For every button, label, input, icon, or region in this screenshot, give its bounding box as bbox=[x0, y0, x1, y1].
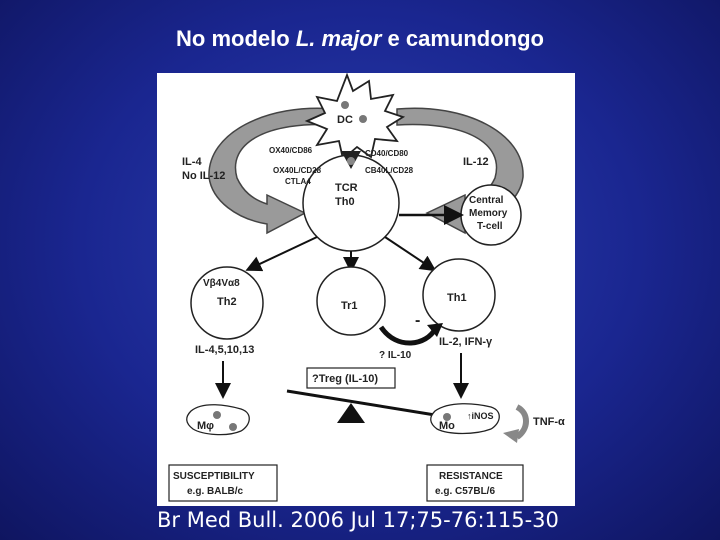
costim-left-bottom-2: CTLA4 bbox=[285, 177, 311, 186]
balance-beam bbox=[286, 389, 436, 417]
dc-label: DC bbox=[337, 114, 353, 126]
title-species: L. major bbox=[295, 26, 382, 51]
th0-tcr-label: TCR bbox=[335, 182, 358, 194]
left-signal-no-il12: No IL-12 bbox=[182, 170, 225, 182]
title-suffix: e camundongo bbox=[381, 26, 544, 51]
th2-marker: Vβ4Vα8 bbox=[203, 278, 240, 289]
susceptibility-box bbox=[168, 464, 278, 502]
th2-label: Th2 bbox=[217, 296, 237, 308]
th2-cytokines: IL-4,5,10,13 bbox=[195, 344, 254, 356]
costim-right-bottom: CB40L/CD28 bbox=[365, 166, 414, 175]
left-signal-il4: IL-4 bbox=[182, 156, 202, 168]
right-signal-il12: IL-12 bbox=[463, 156, 489, 168]
macrophage-right-label: Mo bbox=[439, 420, 455, 432]
slide-title: No modelo L. major e camundongo bbox=[0, 26, 720, 52]
resistance-label: RESISTANCE bbox=[439, 471, 503, 482]
tr1-cell bbox=[316, 266, 386, 336]
left-curved-arrow bbox=[208, 107, 336, 235]
central-memory-label-1: Central bbox=[469, 195, 504, 206]
inos-label: ↑iNOS bbox=[467, 411, 494, 421]
balance-fulcrum bbox=[337, 403, 365, 423]
macrophage-right bbox=[430, 403, 500, 435]
costim-left-bottom-1: OX40L/CD28 bbox=[273, 166, 322, 175]
tnf-label: TNF-α bbox=[533, 416, 565, 428]
title-prefix: No modelo bbox=[176, 26, 296, 51]
costim-right-top: CD40/CD80 bbox=[365, 149, 409, 158]
central-memory-label-2: Memory bbox=[469, 208, 508, 219]
tr1-label: Tr1 bbox=[341, 300, 358, 312]
susceptibility-strain: e.g. BALB/c bbox=[187, 486, 244, 497]
il10-question: ? IL-10 bbox=[379, 350, 412, 361]
resistance-strain: e.g. C57BL/6 bbox=[435, 486, 495, 497]
minus-sign: - bbox=[415, 312, 420, 329]
treg-label: ?Treg (IL-10) bbox=[312, 373, 378, 385]
immune-response-diagram: DC TCR Th0 OX40/CD86 CD40/CD80 OX40L/CD2… bbox=[168, 73, 565, 502]
costim-left-top: OX40/CD86 bbox=[269, 146, 313, 155]
immune-response-figure: DC TCR Th0 OX40/CD86 CD40/CD80 OX40L/CD2… bbox=[157, 73, 575, 506]
th2-cell bbox=[190, 266, 264, 340]
th1-cytokines: IL-2, IFN-γ bbox=[439, 336, 493, 348]
central-memory-label-3: T-cell bbox=[477, 221, 503, 232]
th1-label: Th1 bbox=[447, 292, 467, 304]
citation-caption: Br Med Bull. 2006 Jul 17;75-76:115-30 bbox=[157, 508, 559, 532]
treg-box bbox=[306, 367, 396, 389]
susceptibility-label: SUSCEPTIBILITY bbox=[173, 471, 255, 482]
resistance-box bbox=[426, 464, 524, 502]
macrophage-left-label: Mφ bbox=[197, 420, 214, 432]
tnf-loop-arrow bbox=[515, 404, 529, 440]
dendritic-cell bbox=[304, 73, 406, 161]
th0-label: Th0 bbox=[335, 196, 355, 208]
th1-cell bbox=[422, 258, 496, 332]
inhibition-arrow bbox=[378, 325, 438, 346]
